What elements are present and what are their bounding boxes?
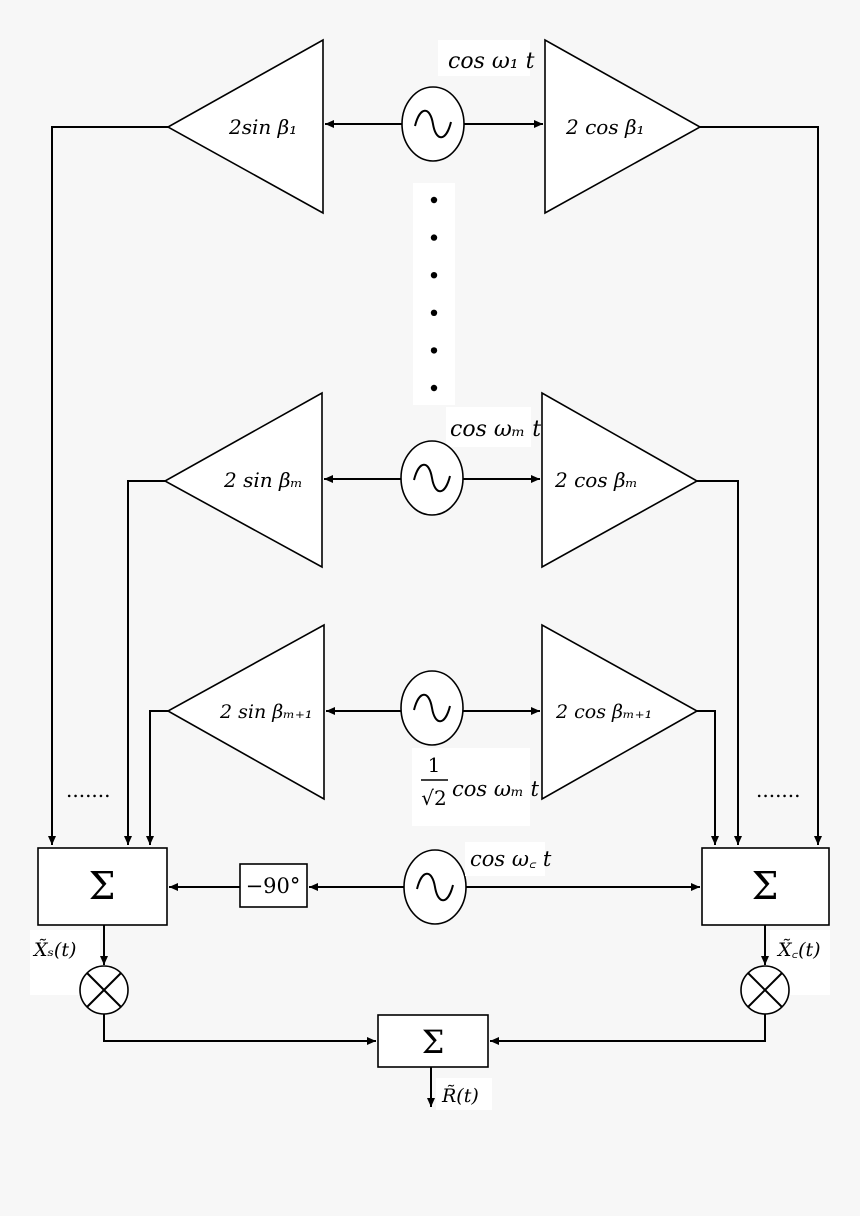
sine-wave-icon — [413, 463, 451, 493]
oscillator-m1-label-numerator: 1 — [428, 753, 441, 777]
phase-shifter — [239, 863, 308, 908]
right-summer-symbol: Σ — [752, 864, 779, 908]
ellipsis-dot — [430, 309, 438, 316]
ellipsis-dot — [430, 196, 438, 204]
oscillator-m-label: cos ωₘ t — [450, 417, 541, 442]
output-stage: X̃ₛ(t) X̃꜀(t) Σ R̃(t) — [30, 925, 830, 1110]
wire-cosm1-to-right-sum — [697, 710, 719, 845]
ellipsis-dot — [430, 384, 438, 392]
wire-cos1-to-right-sum — [700, 126, 822, 845]
sin-gain-1-label: 2sin β₁ — [228, 115, 297, 139]
sin-amplifier-m1 — [166, 623, 325, 801]
osc-label-bg — [412, 748, 530, 826]
osc-label-bg — [438, 40, 530, 76]
cos-amplifier-1 — [544, 38, 702, 215]
cos-amplifier-m — [541, 391, 699, 569]
final-output-label: R̃(t) — [441, 1085, 479, 1107]
oscillator-m1-label: cos ωₘ t — [452, 777, 540, 801]
sin-amplifier-m — [163, 391, 323, 569]
oscillator-1-label: cos ω₁ t — [448, 49, 535, 74]
vertical-ellipsis — [413, 183, 455, 405]
left-summer-symbol: Σ — [89, 864, 116, 908]
left-summer — [37, 847, 168, 926]
output-summer-symbol: Σ — [422, 1023, 445, 1061]
wire-sin1-to-left-sum — [48, 126, 168, 845]
cos-gain-1-label: 2 cos β₁ — [565, 115, 645, 139]
right-summer — [701, 847, 830, 926]
wire-sinm-to-left-sum — [124, 480, 165, 845]
ellipsis-dot — [430, 347, 438, 354]
wire-cosm-to-right-sum — [697, 480, 742, 845]
branch-m: cos ωₘ t 2 sin βₘ 2 cos βₘ — [124, 391, 742, 845]
right-output-label: X̃꜀(t) — [776, 939, 821, 961]
right-continuation: ....... — [756, 778, 801, 802]
cos-amplifier-m1 — [541, 623, 699, 801]
ellipsis-dot — [430, 234, 438, 241]
cos-gain-m1-label: 2 cos βₘ₊₁ — [555, 701, 652, 723]
sine-wave-icon — [413, 693, 451, 723]
phase-shift-label: −90° — [246, 874, 301, 898]
sine-wave-icon — [414, 109, 452, 139]
branch-1: cos ω₁ t 2sin β₁ 2 cos β₁ — [48, 38, 822, 845]
sin-gain-m-label: 2 sin βₘ — [223, 468, 303, 492]
ellipsis-dot — [430, 272, 438, 279]
oscillator-m1-label-denominator: √2 — [421, 786, 446, 810]
left-output-label: X̃ₛ(t) — [32, 939, 76, 961]
sine-wave-icon — [416, 872, 454, 902]
branch-m-plus-1: 2 sin βₘ₊₁ 2 cos βₘ₊₁ 1 √2 cos ωₘ t — [146, 623, 719, 845]
carrier-row: Σ Σ −90° cos ω꜀ t — [37, 842, 830, 926]
wire-sinm1-to-left-sum — [146, 710, 168, 845]
cos-gain-m-label: 2 cos βₘ — [554, 468, 638, 492]
sin-amplifier-1 — [166, 38, 324, 215]
carrier-label: cos ω꜀ t — [470, 847, 552, 871]
wire-right-mixer-to-output — [490, 1014, 766, 1045]
left-continuation: ....... — [66, 778, 111, 802]
output-summer — [377, 1014, 489, 1068]
wire-left-mixer-to-output — [103, 1014, 376, 1045]
sin-gain-m1-label: 2 sin βₘ₊₁ — [219, 701, 313, 723]
